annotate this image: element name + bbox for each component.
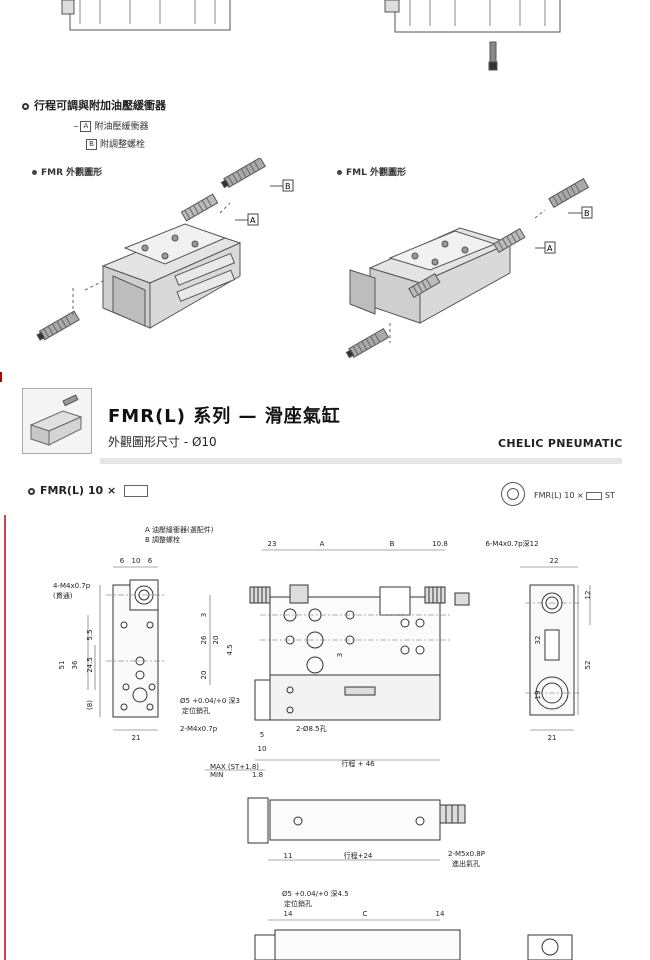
dim-text: 10 xyxy=(258,745,267,753)
pin2-note2: 定位銷孔 xyxy=(284,899,312,908)
banner-rule xyxy=(100,458,622,464)
dim-text: 21 xyxy=(132,734,141,742)
dim-text: (8) xyxy=(86,700,94,710)
legend-b-key: B xyxy=(86,139,97,150)
fmr-illustration: B A xyxy=(36,158,294,341)
product-thumbnail xyxy=(22,388,92,454)
stroke-input-box xyxy=(124,485,149,497)
dim-text: 24.5 xyxy=(86,657,94,673)
legend-b-note: B 調整螺栓 xyxy=(145,535,180,544)
exhaust-note2: 進出氣孔 xyxy=(452,859,480,868)
dim-text: 14 xyxy=(284,910,293,918)
fmr-view-label: FMR 外觀圖形 xyxy=(32,165,102,178)
min-label: MIN xyxy=(210,771,223,779)
banner-title: FMR(L) 系列 — 滑座氣缸 xyxy=(108,406,341,427)
margin-mark xyxy=(0,372,2,382)
dim-text: 20 xyxy=(200,671,208,680)
dim-text: 3 xyxy=(336,653,344,657)
cylinder-thumbnail-icon xyxy=(29,394,83,446)
fmr-view-label-text: FMR 外觀圖形 xyxy=(41,168,103,178)
dim-text: 10 xyxy=(132,557,141,565)
dim-text: 行程 + 46 xyxy=(341,759,375,768)
banner-subtitle: 外觀圖形尺寸 - Ø10 xyxy=(108,435,217,449)
tap-note: 2-M4x0.7p xyxy=(180,725,218,733)
stroke-section-title-text: 行程可調與附加油壓緩衝器 xyxy=(34,99,166,112)
left-note: 4-M4x0.7p xyxy=(53,582,91,590)
hole-note: 2-Ø8.5孔 xyxy=(296,725,327,733)
dim-text: 52 xyxy=(584,661,592,670)
dim-text: 3 xyxy=(200,613,208,617)
dot-icon xyxy=(32,170,37,175)
dim-text: 6 xyxy=(148,557,153,565)
fml-key-a: A xyxy=(547,244,553,253)
dot-icon xyxy=(337,170,342,175)
legend-a-label: 附油壓緩衝器 xyxy=(94,122,149,132)
legend-a-note: A 油壓緩衝器(選配件) xyxy=(145,525,214,534)
dim-text: 14 xyxy=(436,910,445,918)
dim-text: 行程+24 xyxy=(344,851,373,860)
bullet-icon xyxy=(22,102,29,110)
max-label: MAX (ST+1.8) xyxy=(210,763,259,771)
legend-a-key: A xyxy=(80,121,92,132)
legend-b-label: 附調整螺栓 xyxy=(100,140,146,150)
dim-text: A xyxy=(320,540,325,548)
pin-note2: 定位銷孔 xyxy=(182,706,210,715)
dim-text: 11 xyxy=(284,852,293,860)
dim-text: 20 xyxy=(212,636,220,645)
fml-key-b: B xyxy=(584,209,590,218)
dim-text: 10.8 xyxy=(432,540,448,548)
dim-text: 36 xyxy=(71,660,79,669)
dim-text: 51 xyxy=(58,661,66,670)
model-code-icon xyxy=(501,482,525,506)
dim-text: 6 xyxy=(120,557,125,565)
margin-mark xyxy=(4,515,6,960)
top-partial-drawings xyxy=(61,0,561,71)
left-note2: (貫通) xyxy=(53,591,73,600)
dim-text: B xyxy=(390,540,395,548)
model-label-text: FMR(L) 10 × xyxy=(40,484,117,497)
model-code-suffix: ST xyxy=(604,491,615,500)
dim-text: 4.5 xyxy=(226,644,234,655)
port-note: 6-M4x0.7p深12 xyxy=(485,539,538,548)
dimension-drawing: 6 10 6 23 A B 10.8 6-M4x0.7p深12 22 21 21… xyxy=(53,525,592,960)
dim-text: 5 xyxy=(260,731,264,739)
fmr-key-b: B xyxy=(285,182,291,191)
fml-view-label-text: FML 外觀圖形 xyxy=(346,168,406,178)
dim-text: 5.5 xyxy=(86,629,94,640)
model-code-text: FMR(L) 10 × xyxy=(534,491,584,500)
bullet-icon xyxy=(28,487,35,495)
dim-text: 12 xyxy=(584,591,592,600)
brand-name: CHELIC PNEUMATIC xyxy=(498,437,623,450)
fmr-key-a: A xyxy=(250,216,256,225)
dim-text: C xyxy=(363,910,368,918)
dim-text: 26 xyxy=(200,635,208,644)
pin-note: Ø5 +0.04/+0 深3 xyxy=(180,696,240,705)
dim-text: 23 xyxy=(268,540,277,548)
dim-text: 22 xyxy=(550,557,559,565)
model-label: FMR(L) 10 × xyxy=(28,484,149,497)
fml-illustration: B A xyxy=(345,177,593,359)
exhaust-note: 2-M5x0.8P xyxy=(448,850,485,858)
stroke-section-title: 行程可調與附加油壓緩衝器 xyxy=(22,97,166,113)
dim-text: 19 xyxy=(534,691,542,700)
dim-text: 21 xyxy=(548,734,557,742)
min-value: 1.8 xyxy=(252,771,263,779)
fml-view-label: FML 外觀圖形 xyxy=(337,165,406,178)
pin2-note: Ø5 +0.04/+0 深4.5 xyxy=(282,889,349,898)
dim-text: 32 xyxy=(534,636,542,645)
model-code: FMR(L) 10 × ST xyxy=(534,491,615,500)
